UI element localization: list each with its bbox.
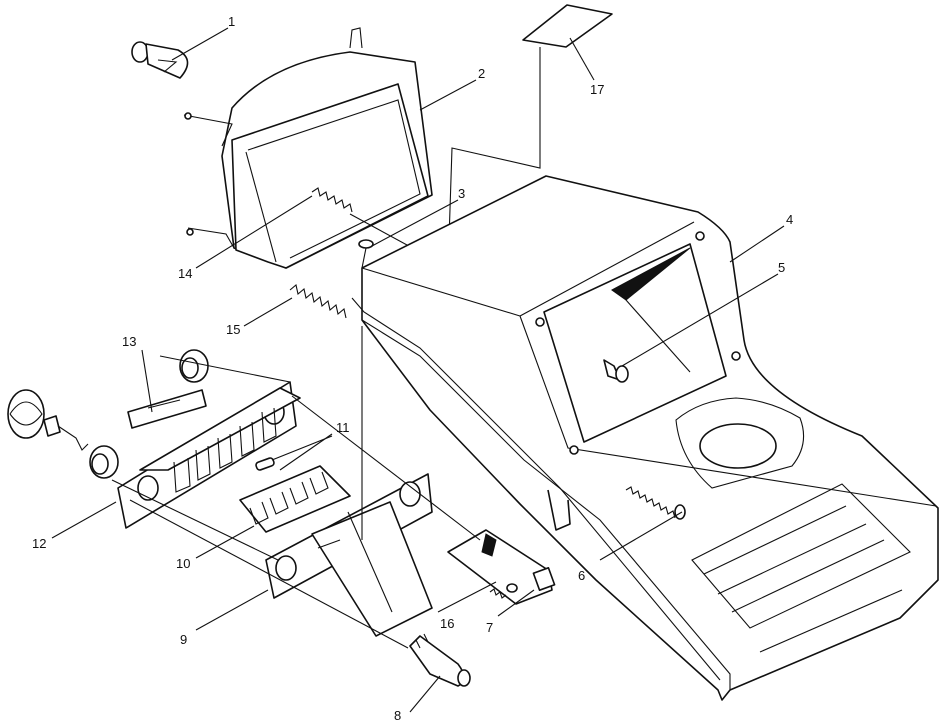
decal [447, 4, 613, 271]
callout-leader [51, 501, 117, 539]
callout-leader [497, 589, 535, 617]
callout-leader [419, 79, 477, 111]
callout-leader [729, 225, 785, 263]
spring [289, 283, 347, 319]
callout-number: 8 [394, 708, 401, 723]
callout-number: 5 [778, 260, 785, 275]
callout-number: 16 [440, 616, 454, 631]
grommet [89, 445, 119, 479]
callout-leader [141, 349, 153, 413]
callout-leader [569, 37, 595, 81]
callout-leader [243, 297, 293, 327]
callout-leader [195, 195, 313, 269]
callout-number: 15 [226, 322, 240, 337]
long-bolt [625, 486, 686, 520]
callout-number: 14 [178, 266, 192, 281]
callout-leader [599, 511, 683, 561]
callout-leader [621, 273, 779, 367]
bolt [603, 359, 629, 383]
callout-number: 12 [32, 536, 46, 551]
callout-number: 6 [578, 568, 585, 583]
console-cover [351, 175, 939, 701]
switch-bracket [265, 473, 433, 637]
callout-number: 1 [228, 14, 235, 29]
headlight-bulb [131, 41, 189, 79]
callout-leader [437, 581, 497, 613]
callout-number: 11 [336, 420, 350, 435]
callout-number: 7 [486, 620, 493, 635]
headlight-housing [183, 27, 433, 269]
small-screw [489, 583, 518, 599]
bulb-socket [409, 633, 471, 687]
key [7, 389, 89, 451]
callout-leader [195, 525, 255, 559]
callout-number: 17 [590, 82, 604, 97]
screw [358, 239, 374, 269]
callout-number: 2 [478, 66, 485, 81]
cover-plate [127, 389, 207, 429]
callout-number: 10 [176, 556, 190, 571]
mounting-plate [117, 381, 301, 529]
callout-number: 13 [122, 334, 136, 349]
callout-number: 3 [458, 186, 465, 201]
connector [447, 529, 556, 605]
callout-leader [171, 27, 229, 61]
grommet [179, 349, 209, 383]
callout-leader [279, 433, 333, 471]
pin [255, 435, 333, 471]
callout-leader [195, 589, 269, 631]
callout-number: 4 [786, 212, 793, 227]
callout-leader [409, 675, 441, 713]
switch-block [239, 465, 351, 533]
callout-leader [371, 199, 459, 247]
callout-number: 9 [180, 632, 187, 647]
